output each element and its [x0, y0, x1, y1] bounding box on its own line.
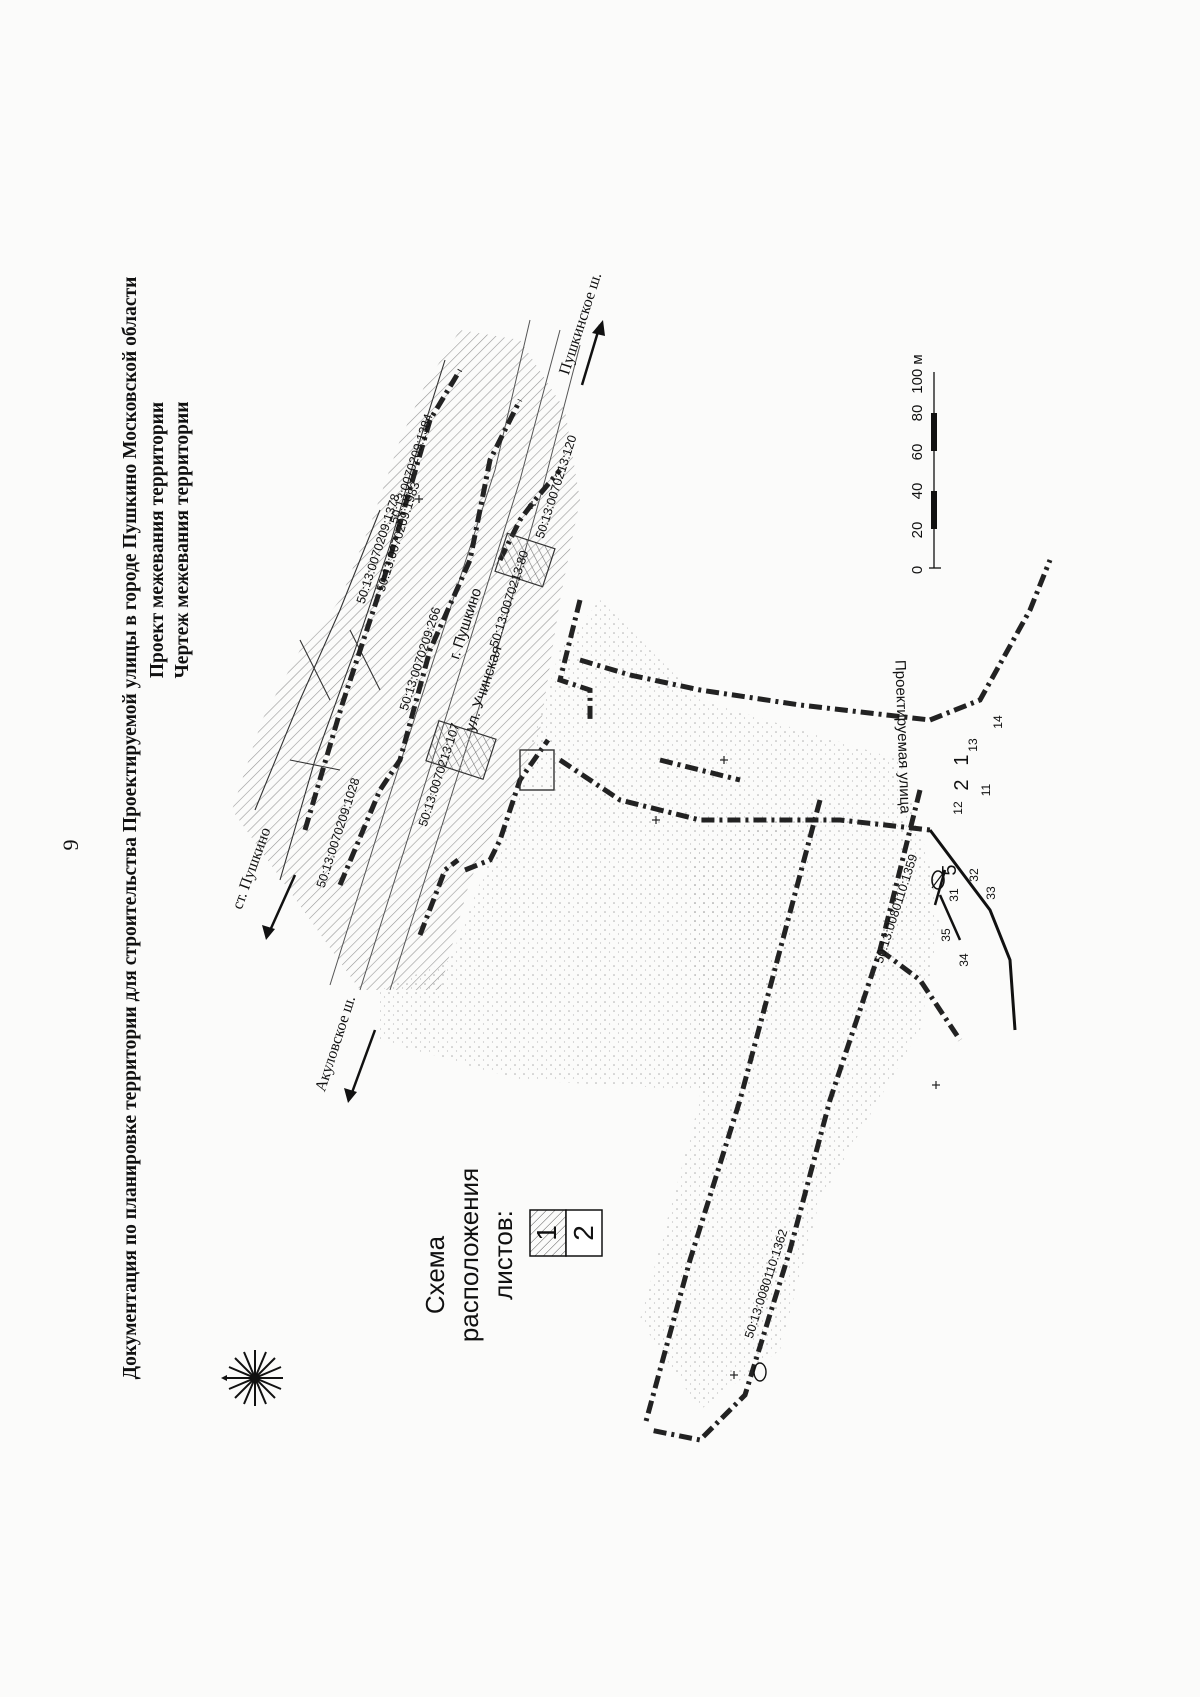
point-number: 12	[951, 801, 965, 815]
document-subtitle-project: Проект межевания территории	[147, 402, 168, 678]
point-number: 14	[991, 715, 1005, 729]
legend-sheet-2-box	[565, 1209, 603, 1257]
page-number: 9	[58, 840, 83, 851]
scale-tick-20: 20	[909, 522, 926, 539]
point-number: 34	[957, 953, 971, 967]
legend-sheet-1-label: 1	[531, 1225, 562, 1241]
zone-number: 5	[939, 864, 961, 875]
scale-tick-80: 80	[909, 405, 926, 422]
scale-tick-100: 100 м	[909, 354, 926, 394]
legend-title-line3: листов:	[488, 1210, 518, 1300]
point-number: 33	[984, 886, 998, 900]
compass-rose-icon	[221, 1350, 283, 1406]
point-number: 32	[967, 868, 981, 882]
point-number: 35	[939, 928, 953, 942]
legend-title-line1: Схема	[420, 1235, 450, 1314]
point-number: 11	[979, 783, 993, 796]
legend-sheet-1-box	[529, 1209, 567, 1257]
zone-number: 2	[951, 779, 973, 790]
scale-tick-60: 60	[909, 444, 926, 461]
zone-number: 1	[951, 754, 973, 765]
built-up-area	[232, 330, 580, 990]
label-st-pushkino: ст. Пушкино	[229, 825, 274, 911]
survey-point-labels: 11 12 13 14 31 32 33 34 35	[939, 715, 1005, 967]
legend-sheet-2-label: 2	[568, 1225, 599, 1241]
scale-tick-40: 40	[909, 483, 926, 500]
direction-arrow-icon	[262, 320, 605, 1103]
zone-markers: 1 2 5	[753, 754, 973, 1382]
point-number: 31	[947, 888, 961, 902]
label-pushkinskoe: Пушкинское ш.	[556, 270, 605, 376]
label-akulovskoe: Акуловское ш.	[312, 994, 359, 1094]
scale-tick-0: 0	[909, 566, 926, 574]
legend-title-line2: расположения	[454, 1168, 484, 1342]
document-title: Документация по планировке территории дл…	[120, 277, 141, 1380]
scale-bar: 0 20 40 60 80 100 м	[909, 354, 941, 574]
point-number: 13	[966, 738, 980, 752]
sheet-layout-legend: Схема расположения листов: 1 2	[420, 1168, 603, 1342]
label-proposed-street: Проектируемая улица	[891, 660, 913, 815]
map-area	[232, 319, 1053, 1443]
southern-terrain	[640, 820, 940, 1410]
document-subtitle-drawing: Чертеж межевания территории	[172, 402, 193, 679]
